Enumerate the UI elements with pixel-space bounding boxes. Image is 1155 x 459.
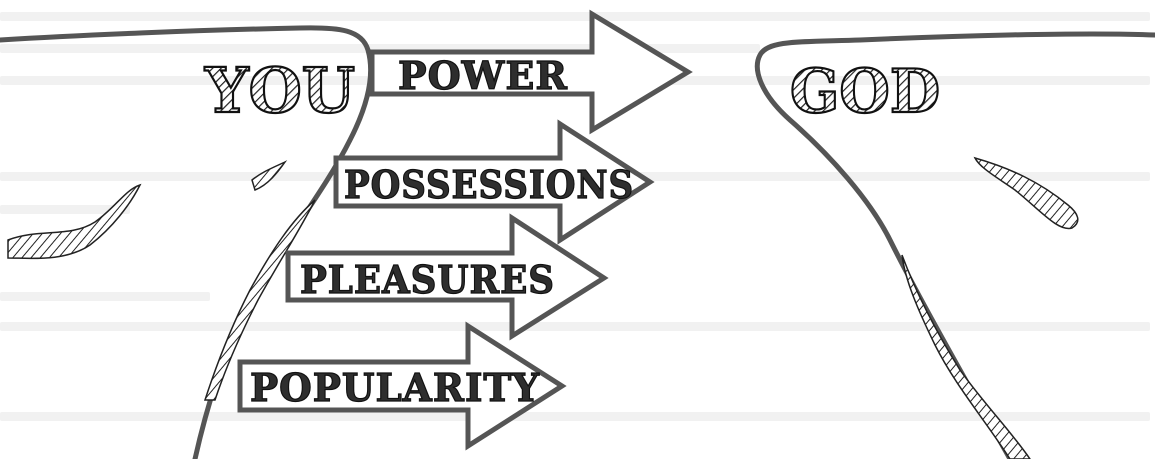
- arrow-possessions: POSSESSIONS: [336, 124, 650, 240]
- right-notch-shading: [975, 158, 1078, 228]
- left-ledge-shading: [8, 185, 140, 258]
- arrow-label-power: POWER: [398, 53, 568, 98]
- you-label: YOU: [204, 54, 355, 127]
- arrow-label-pleasures: PLEASURES: [300, 257, 555, 302]
- arrow-pleasures: PLEASURES: [288, 218, 604, 336]
- arrow-label-popularity: POPULARITY: [250, 365, 540, 410]
- arrow-label-possessions: POSSESSIONS: [344, 162, 634, 207]
- arrow-power: POWER: [372, 14, 688, 130]
- right-cliff-shading: [902, 255, 1030, 459]
- god-label: GOD: [790, 57, 940, 127]
- left-notch-shading: [252, 162, 285, 190]
- arrow-popularity: POPULARITY: [240, 326, 562, 446]
